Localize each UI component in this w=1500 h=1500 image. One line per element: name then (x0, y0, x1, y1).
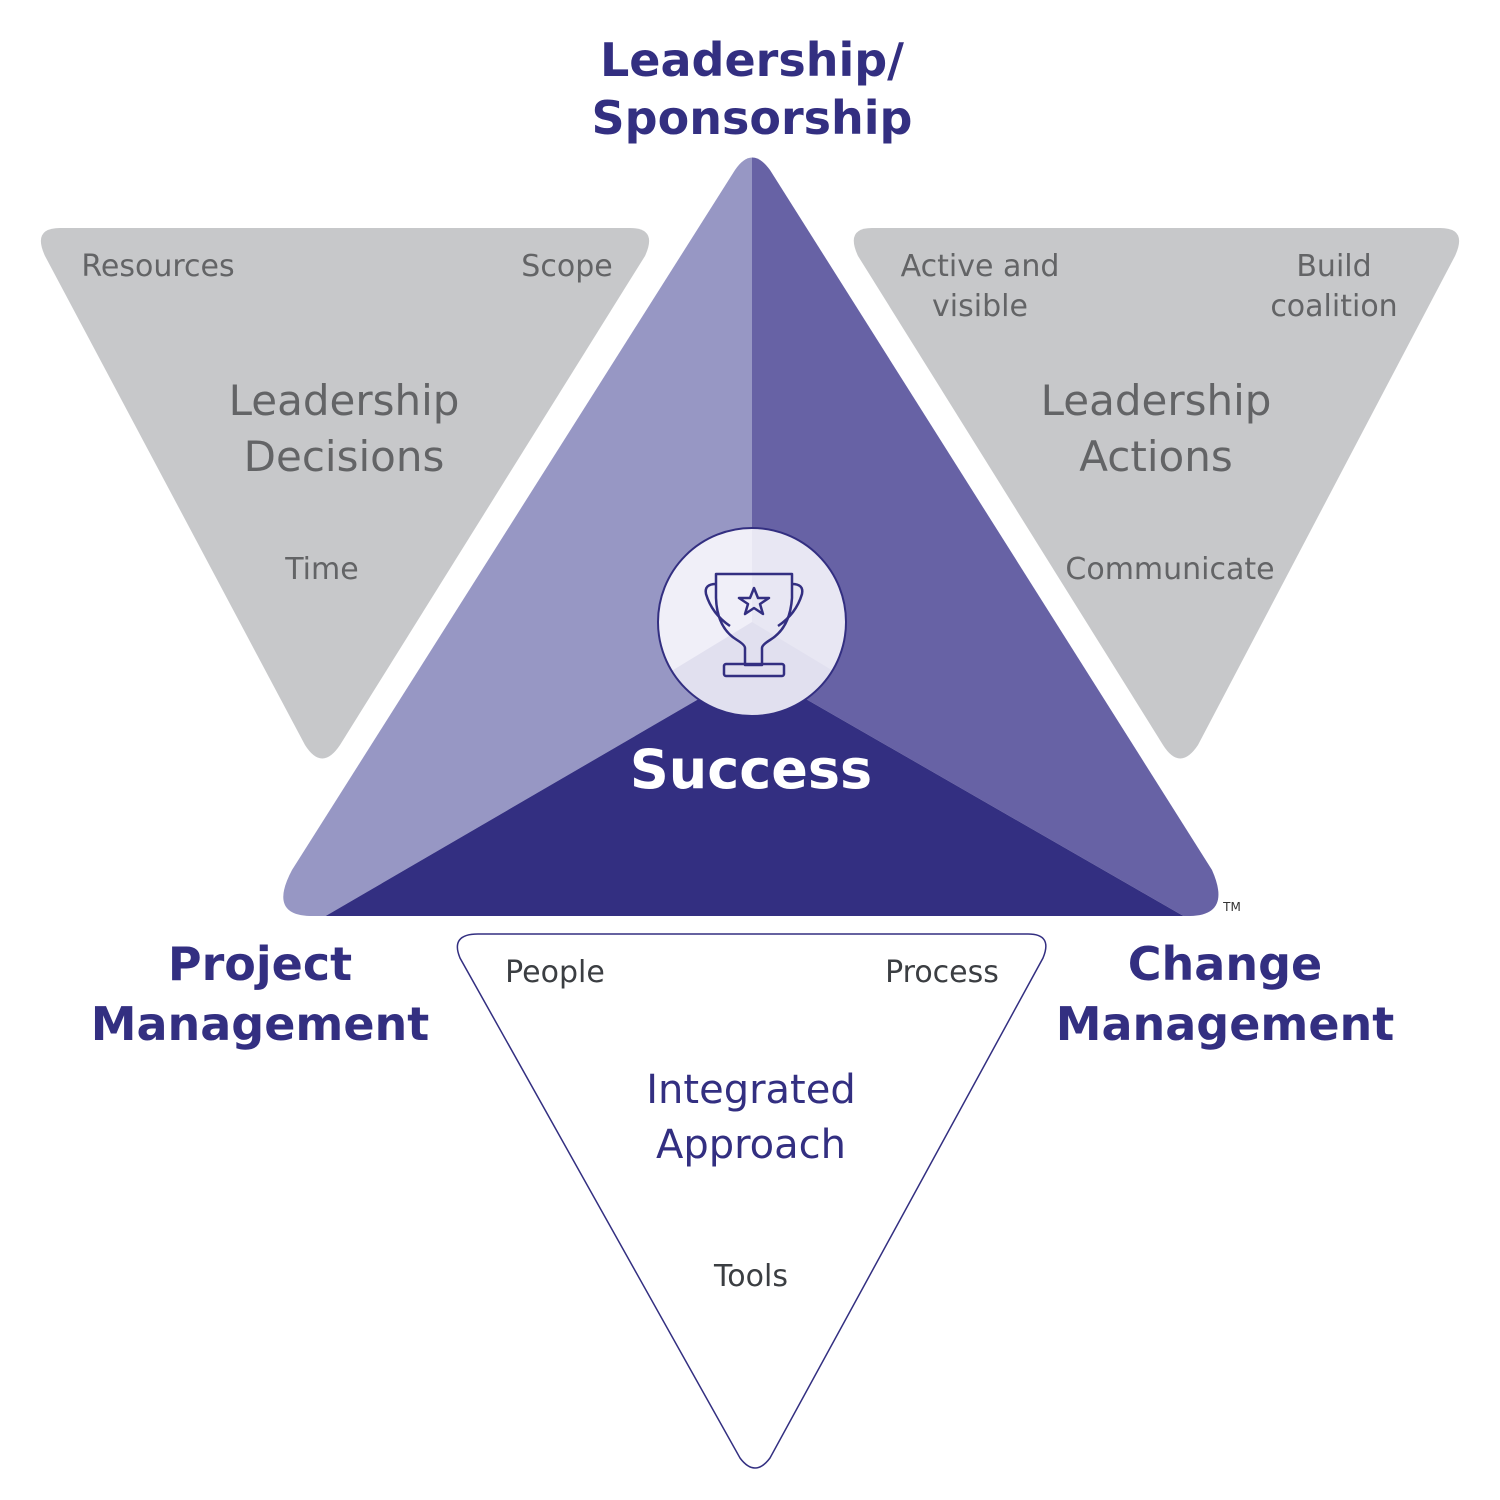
item-tools: Tools (713, 1259, 788, 1294)
leadership-decisions-triangle: Resources Scope Leadership Decisions Tim… (40, 228, 650, 759)
leadership-decisions-title-line1: Leadership (229, 376, 460, 425)
leadership-sponsorship-label-line1: Leadership/ (600, 33, 904, 87)
item-process: Process (885, 955, 999, 990)
leadership-decisions-title-line2: Decisions (244, 432, 445, 481)
item-build-coalition-line1: Build (1296, 249, 1371, 284)
item-active-visible-line1: Active and (901, 249, 1060, 284)
integrated-approach-triangle: People Process Integrated Approach Tools (456, 933, 1047, 1469)
leadership-sponsorship-label-line2: Sponsorship (592, 91, 913, 145)
change-management-label-line1: Change (1128, 937, 1322, 991)
trademark: TM (1222, 900, 1241, 914)
integrated-approach-title-line1: Integrated (646, 1067, 855, 1113)
integrated-approach-title-line2: Approach (656, 1122, 846, 1168)
success-label: Success (630, 738, 872, 801)
leadership-actions-title-line2: Actions (1079, 432, 1232, 481)
item-time: Time (284, 552, 358, 587)
item-resources: Resources (81, 249, 234, 284)
project-management-segment (283, 668, 1219, 916)
trophy-star-icon (704, 572, 804, 678)
project-management-label-line2: Management (91, 997, 430, 1051)
item-active-visible-line2: visible (932, 289, 1028, 324)
item-build-coalition-line2: coalition (1270, 289, 1397, 324)
leadership-actions-title-line1: Leadership (1041, 376, 1272, 425)
project-management-label-line1: Project (168, 937, 352, 991)
item-communicate: Communicate (1065, 552, 1274, 587)
change-management-label-line2: Management (1056, 997, 1395, 1051)
leadership-actions-triangle: Active and visible Build coalition Leade… (853, 228, 1460, 759)
item-people: People (505, 955, 605, 990)
item-scope: Scope (521, 249, 612, 284)
